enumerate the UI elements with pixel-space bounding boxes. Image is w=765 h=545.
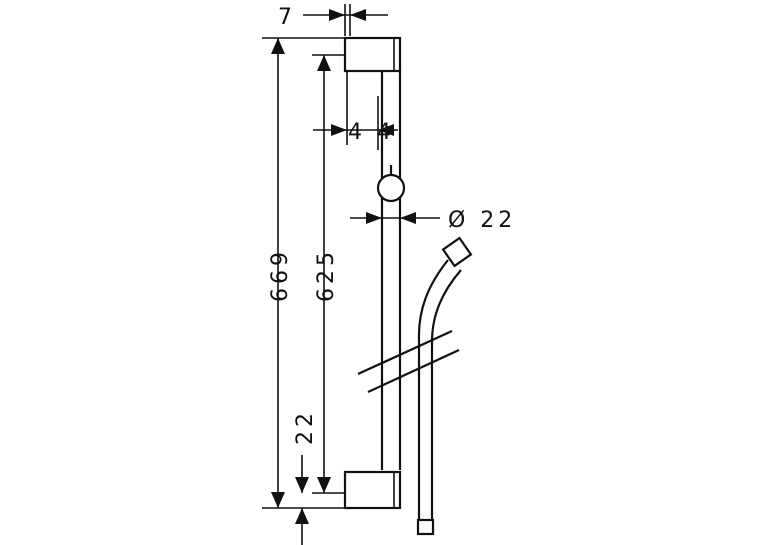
dim-rail-diameter: Ø 22: [350, 208, 516, 233]
dim-44-label: 4 4: [348, 120, 395, 145]
shower-rail: [380, 71, 402, 470]
dim-mount-distance: 625: [312, 54, 345, 494]
dim-bottom-offset: 22: [293, 409, 318, 545]
dim-offset-top: 4 4: [313, 72, 398, 145]
shower-hose: [416, 236, 473, 536]
slider-knob: [376, 165, 406, 203]
dim-bracket-depth: 7: [278, 4, 388, 36]
dim-total-height: 669: [262, 37, 345, 509]
hose-holder-clip: [357, 329, 460, 393]
top-wall-bracket: [343, 36, 402, 73]
bottom-wall-bracket: [343, 470, 402, 510]
dim-22-label: 22: [293, 409, 318, 445]
dim-669-label: 669: [268, 248, 293, 302]
dim-7-label: 7: [278, 5, 296, 30]
dim-625-label: 625: [314, 248, 339, 302]
dim-diameter-label: Ø 22: [448, 208, 516, 233]
